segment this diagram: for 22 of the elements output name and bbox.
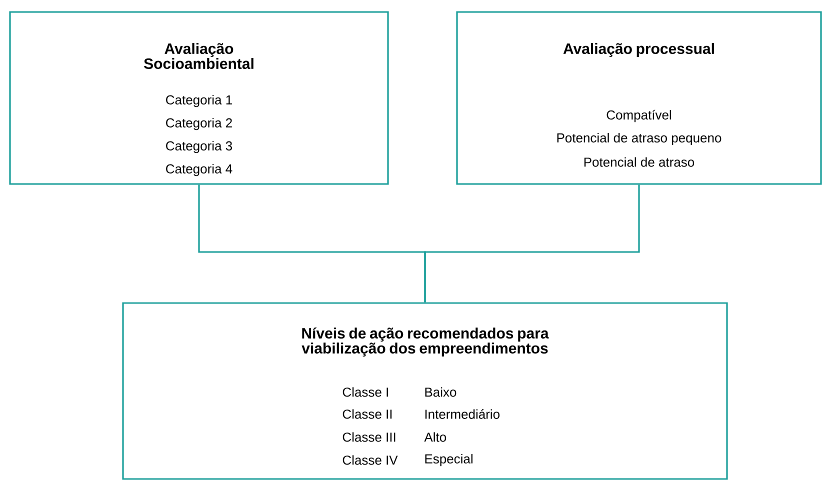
list-item: Categoria 4	[166, 164, 232, 176]
list-item: Potencial de atraso pequeno	[557, 132, 722, 146]
list-item: Especial	[425, 454, 472, 466]
list-item: Classe II	[342, 409, 392, 419]
text-box	[122, 302, 728, 480]
list-item: Alto	[424, 432, 446, 442]
list-item: Potencial de atraso	[584, 157, 694, 167]
list-item: Categoria 3	[166, 140, 232, 154]
list-item: Baixo	[425, 387, 456, 397]
list-item: Categoria 1	[166, 94, 232, 108]
list-item: Compatível	[606, 110, 671, 122]
list-item: Categoria 2	[166, 118, 232, 130]
list-item: Classe III	[342, 432, 396, 442]
box-heading: Níveis de ação recomendados para viabilização dos empreendimentos	[302, 327, 549, 357]
connector-line	[424, 184, 640, 302]
list-item: Classe IV	[342, 455, 398, 465]
list-item: Intermediário	[425, 409, 500, 419]
box-heading: Avaliação processual	[563, 43, 714, 57]
box-heading: Avaliação Socioambiental	[144, 43, 254, 69]
list-item: Classe I	[342, 387, 388, 397]
text-box	[456, 11, 822, 185]
text-box	[9, 11, 389, 185]
